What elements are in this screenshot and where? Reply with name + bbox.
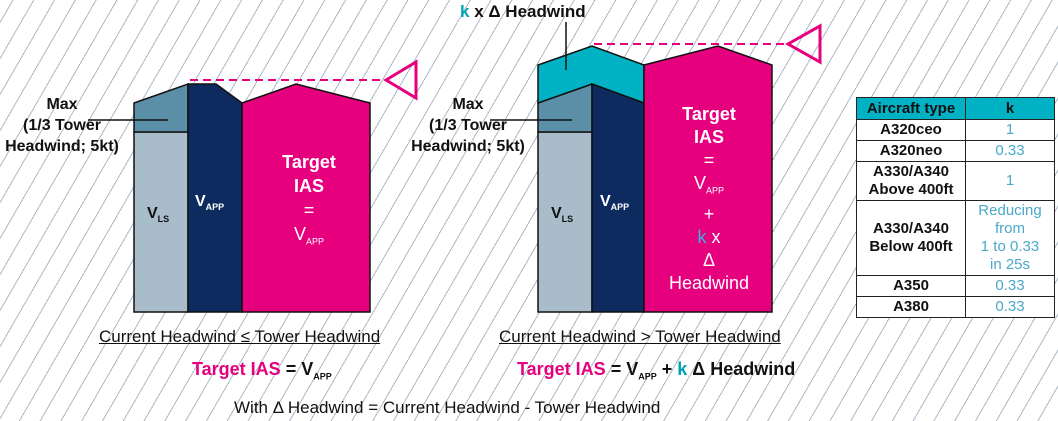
- right-vls-bar: [537, 131, 593, 313]
- left-vls-label: VLS: [147, 205, 170, 225]
- left-vls-bar: [133, 131, 189, 313]
- k-cell: 1: [965, 161, 1055, 201]
- table-row: A380 0.33: [856, 296, 1055, 318]
- header-k: k: [965, 97, 1055, 120]
- right-target-label: Target IAS = VAPP + k x Δ Headwind: [668, 104, 750, 293]
- aircraft-cell: A330/A340 Above 400ft: [856, 161, 966, 201]
- table-row: A330/A340 Below 400ft Reducing from 1 to…: [856, 200, 1055, 276]
- k-cell: 0.33: [965, 296, 1055, 318]
- table-row: A320ceo 1: [856, 119, 1055, 141]
- right-target-bar: [643, 45, 773, 313]
- right-vls-label: VLS: [551, 205, 574, 225]
- right-vapp-label: VAPP: [600, 193, 630, 213]
- aircraft-cell: A330/A340 Below 400ft: [856, 200, 966, 276]
- left-vapp-label: VAPP: [195, 193, 225, 213]
- table-row: A350 0.33: [856, 275, 1055, 297]
- left-target-label: Target IAS = VAPP: [282, 152, 336, 247]
- aircraft-cell: A320ceo: [856, 119, 966, 141]
- table-header-row: Aircraft type k: [856, 97, 1055, 120]
- table-row: A330/A340 Above 400ft 1: [856, 161, 1055, 201]
- k-cell: 1: [965, 119, 1055, 141]
- k-factor-table: Aircraft type k A320ceo 1 A320neo 0.33 A…: [856, 97, 1055, 318]
- table-row: A320neo 0.33: [856, 140, 1055, 162]
- right-max-label: Max (1/3 Tower Headwind; 5kt): [411, 96, 525, 155]
- aircraft-cell: A350: [856, 275, 966, 297]
- left-max-label: Max (1/3 Tower Headwind; 5kt): [5, 96, 119, 155]
- k-cell: Reducing from 1 to 0.33 in 25s: [965, 200, 1055, 276]
- aircraft-cell: A320neo: [856, 140, 966, 162]
- right-top-label: k x Δ Headwind: [460, 2, 586, 21]
- aircraft-cell: A380: [856, 296, 966, 318]
- right-formula: Target IAS = VAPP + k Δ Headwind: [517, 359, 796, 382]
- k-cell: 0.33: [965, 140, 1055, 162]
- left-marker-icon: [383, 59, 418, 101]
- right-caption: Current Headwind > Tower Headwind: [499, 327, 781, 346]
- header-aircraft-type: Aircraft type: [856, 97, 966, 120]
- right-marker-icon: [784, 23, 822, 65]
- left-caption: Current Headwind ≤ Tower Headwind: [99, 327, 381, 346]
- left-formula: Target IAS = VAPP: [192, 359, 332, 382]
- k-cell: 0.33: [965, 275, 1055, 297]
- left-max-block: [133, 82, 189, 133]
- left-target-bar: [241, 83, 371, 313]
- footer-definition: With Δ Headwind = Current Headwind - Tow…: [234, 398, 661, 417]
